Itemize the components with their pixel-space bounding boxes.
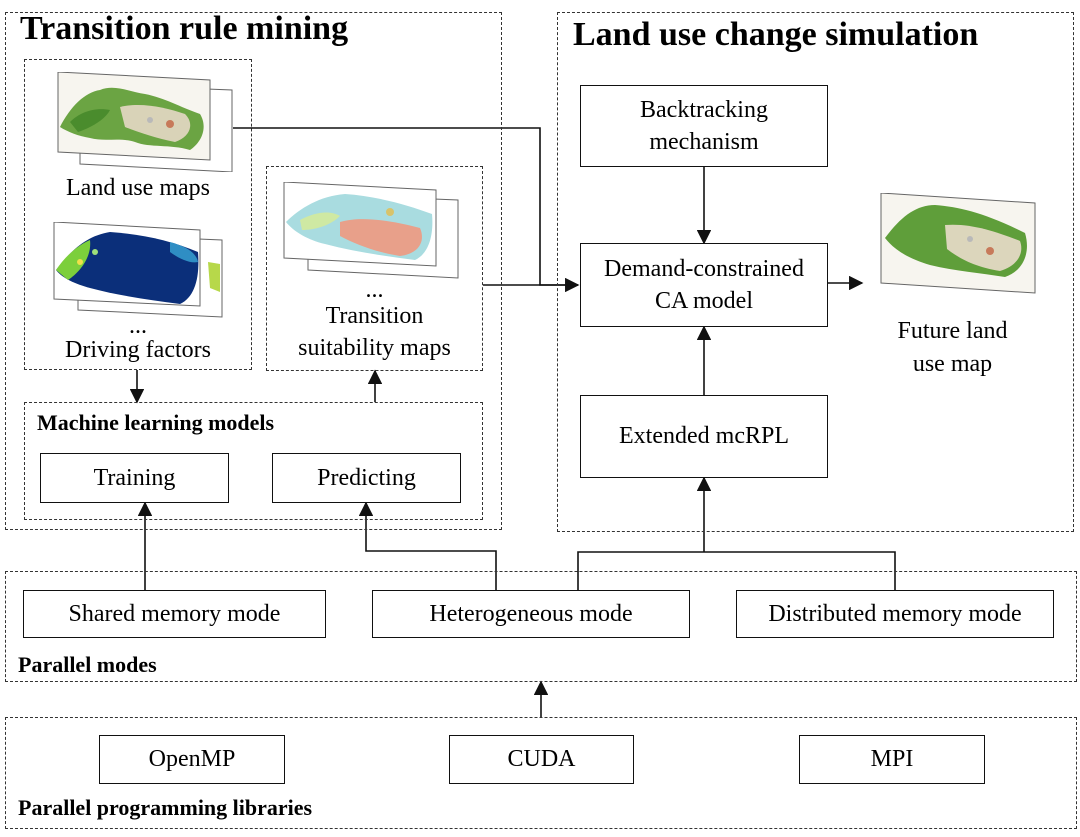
mcrpl-box: Extended mcRPL (580, 395, 828, 478)
land-use-maps-image (57, 72, 233, 172)
parallel-modes-title: Parallel modes (18, 652, 157, 677)
ca-model-line2: CA model (654, 288, 753, 314)
predicting-box: Predicting (272, 453, 461, 503)
ml-models-group (24, 402, 483, 520)
distributed-memory-box: Distributed memory mode (736, 590, 1054, 638)
suitability-maps-image (283, 182, 459, 279)
future-map-line1: Future land (897, 318, 1008, 344)
suitability-maps-group (266, 166, 483, 371)
arrow-hetero-to-predicting (358, 501, 497, 590)
shared-memory-box: Shared memory mode (23, 590, 326, 638)
land-use-maps-label: Land use maps (66, 175, 210, 201)
transition-rule-mining-panel (5, 12, 502, 530)
parallel-modes-panel (5, 571, 1077, 682)
cuda-box: CUDA (449, 735, 634, 784)
backtracking-line1: Backtracking (640, 96, 768, 123)
driving-factors-image (53, 222, 223, 318)
training-box: Training (40, 453, 229, 503)
input-maps-group (24, 59, 252, 370)
openmp-box: OpenMP (99, 735, 285, 784)
suitability-ellipsis: ... (365, 277, 384, 303)
backtracking-line2: mechanism (649, 129, 759, 155)
heterogeneous-box: Heterogeneous mode (372, 590, 690, 638)
ca-model-line1: Demand-constrained (604, 255, 804, 282)
libraries-title: Parallel programming libraries (18, 795, 313, 820)
driving-factors-label: Driving factors (65, 337, 211, 363)
future-map-line2: use map (912, 351, 993, 377)
backtracking-box: Backtracking mechanism (580, 85, 828, 167)
transition-rule-mining-title: Transition rule mining (20, 10, 349, 47)
future-land-use-map-image (880, 193, 1036, 294)
driving-factors-ellipsis: ... (129, 313, 147, 339)
suitability-label-line1: Transition (325, 303, 424, 329)
ca-model-box: Demand-constrained CA model (580, 243, 828, 327)
suitability-label-line2: suitability maps (298, 335, 451, 361)
land-use-simulation-title: Land use change simulation (573, 16, 979, 53)
mpi-box: MPI (799, 735, 985, 784)
libraries-panel (5, 717, 1077, 829)
land-use-simulation-panel (557, 12, 1074, 532)
ml-models-title: Machine learning models (37, 410, 275, 435)
